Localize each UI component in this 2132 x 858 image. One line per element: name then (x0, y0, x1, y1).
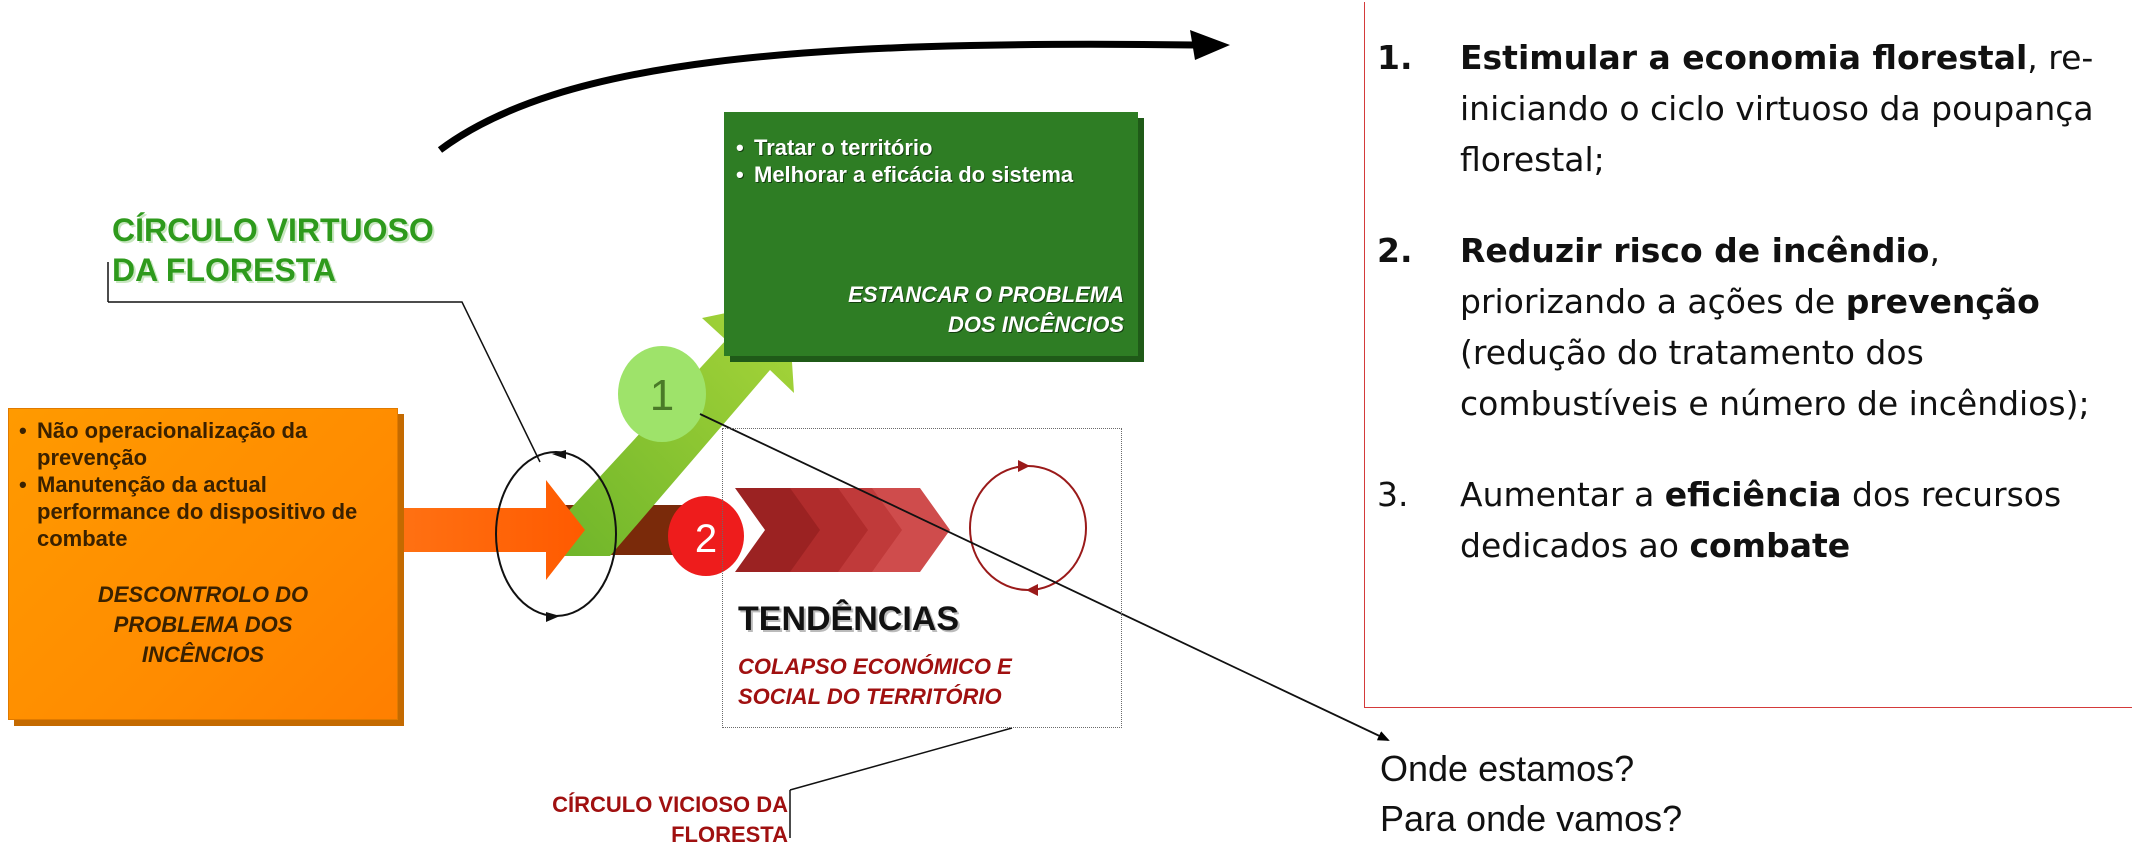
objective-emphasis: eficiência (1664, 475, 1842, 514)
conclusion-line: PROBLEMA DOS (113, 612, 293, 637)
objective-emphasis: Estimular a economia florestal (1460, 38, 2028, 77)
objective-rest: , priorizando a ações de (1460, 231, 1940, 321)
objective-rest: dos recursos dedicados ao (1460, 475, 2062, 565)
objective-item: 2. Reduzir risco de incêndio, priorizand… (1365, 225, 2113, 429)
path-2-number: 2 (695, 517, 717, 561)
intervention-bullet: Tratar o território (736, 134, 1126, 161)
vicious-cycle-label: CÍRCULO VICIOSO DA FLORESTA (420, 790, 788, 850)
current-path-box: Não operacionalização da prevenção Manut… (8, 408, 398, 720)
questions-pointer (699, 413, 1390, 741)
intervention-box: Tratar o território Melhorar a eficácia … (724, 112, 1138, 356)
objective-emphasis: prevenção (1845, 282, 2040, 321)
label-line: DA FLORESTA (112, 252, 336, 288)
objective-text: Estimular a economia florestal, re-inici… (1460, 32, 2113, 185)
objective-number: 3. (1377, 475, 1409, 514)
objective-rest: (redução do tratamento dos combustíveis … (1460, 333, 2090, 423)
tendencies-box (722, 428, 1122, 728)
label-line: FLORESTA (671, 822, 788, 847)
subtitle-line: SOCIAL DO TERRITÓRIO (738, 684, 1002, 709)
objective-emphasis: Reduzir risco de incêndio (1460, 231, 1930, 270)
tendencies-title: TENDÊNCIAS (738, 600, 960, 638)
conclusion-line: ESTANCAR O PROBLEMA (848, 282, 1124, 307)
intervention-bullet: Melhorar a eficácia do sistema (736, 161, 1126, 188)
trend-horizontal-arrow (330, 480, 585, 580)
objective-item: 3. Aumentar a eficiência dos recursos de… (1365, 469, 2113, 571)
current-path-bullet: Manutenção da actual performance do disp… (19, 471, 387, 552)
question-line: Para onde vamos? (1380, 798, 1683, 839)
subtitle-line: COLAPSO ECONÓMICO E (738, 654, 1012, 679)
question-line: Onde estamos? (1380, 748, 1635, 789)
objective-number: 2. (1377, 231, 1413, 270)
objectives-panel: 1. Estimular a economia florestal, re-in… (1364, 2, 2132, 708)
tendencies-subtitle: COLAPSO ECONÓMICO E SOCIAL DO TERRITÓRIO (738, 652, 1012, 712)
intervention-conclusion: ESTANCAR O PROBLEMA DOS INCÊNCIOS (848, 280, 1124, 340)
objective-item: 1. Estimular a economia florestal, re-in… (1365, 32, 2113, 185)
virtuous-label-connector (108, 301, 541, 463)
top-curved-arrow (437, 40, 1196, 153)
objective-rest: Aumentar a (1460, 475, 1665, 514)
objective-emphasis: combate (1689, 526, 1851, 565)
conclusion-line: DESCONTROLO DO (97, 582, 309, 607)
top-curved-arrowhead (1190, 30, 1230, 60)
conclusion-line: DOS INCÊNCIOS (947, 312, 1124, 337)
virtuous-cycle-label: CÍRCULO VIRTUOSO DA FLORESTA (112, 210, 434, 290)
current-path-bullet: Não operacionalização da prevenção (19, 417, 387, 471)
vicious-label-pointer (789, 727, 1013, 791)
path-1-number: 1 (650, 371, 674, 420)
objective-number: 1. (1377, 38, 1413, 77)
path-2-marker (668, 496, 744, 576)
label-line: CÍRCULO VICIOSO DA (552, 792, 788, 817)
objective-text: Aumentar a eficiência dos recursos dedic… (1460, 469, 2113, 571)
label-line: CÍRCULO VIRTUOSO (112, 212, 434, 248)
conclusion-line: INCÊNCIOS (141, 642, 265, 667)
path-1-marker (618, 346, 706, 442)
intervention-bullets: Tratar o território Melhorar a eficácia … (736, 134, 1126, 188)
current-path-conclusion: DESCONTROLO DO PROBLEMA DOS INCÊNCIOS (19, 580, 387, 670)
objective-rest: , re-iniciando o ciclo virtuoso da poupa… (1460, 38, 2094, 179)
objective-text: Reduzir risco de incêndio, priorizando a… (1460, 225, 2113, 429)
questions-text: Onde estamos? Para onde vamos? (1380, 744, 1682, 844)
current-path-bullets: Não operacionalização da prevenção Manut… (19, 417, 387, 552)
